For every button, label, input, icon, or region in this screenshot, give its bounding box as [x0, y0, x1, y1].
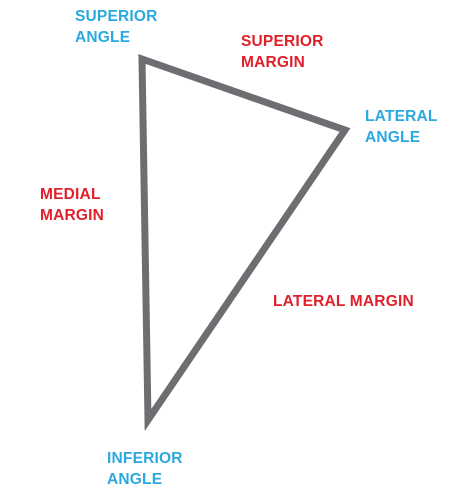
scapula-triangle [138, 54, 351, 432]
lateral-angle-label-line1: LATERAL [365, 108, 438, 125]
superior-margin-label: SUPERIOR MARGIN [241, 31, 324, 73]
lateral-margin-label-line1: LATERAL MARGIN [273, 293, 414, 310]
lateral-margin-label: LATERAL MARGIN [273, 291, 414, 312]
medial-margin-label: MEDIAL MARGIN [40, 184, 104, 226]
inferior-angle-label-line2: ANGLE [107, 471, 163, 488]
superior-angle-label-line1: SUPERIOR [75, 8, 158, 25]
superior-angle-label-line2: ANGLE [75, 29, 131, 46]
medial-margin-label-line1: MEDIAL [40, 186, 101, 203]
lateral-angle-label-line2: ANGLE [365, 129, 421, 146]
lateral-angle-label: LATERAL ANGLE [365, 106, 438, 148]
superior-angle-label: SUPERIOR ANGLE [75, 6, 158, 48]
medial-margin-label-line2: MARGIN [40, 207, 105, 224]
superior-margin-label-line2: MARGIN [241, 54, 306, 71]
inferior-angle-label: INFERIOR ANGLE [107, 448, 183, 490]
inferior-angle-label-line1: INFERIOR [107, 450, 183, 467]
superior-margin-label-line1: SUPERIOR [241, 33, 324, 50]
